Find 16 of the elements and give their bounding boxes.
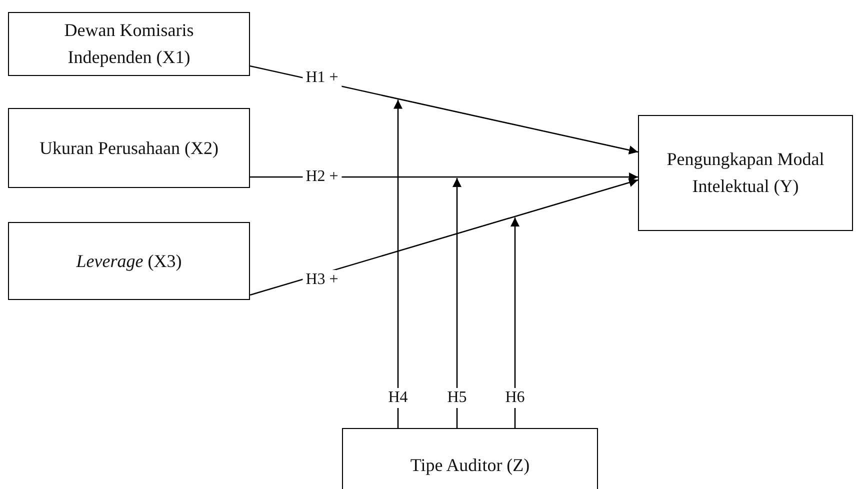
arrow xyxy=(394,100,402,428)
arrow xyxy=(510,217,520,428)
variable-box xyxy=(8,108,250,188)
variable-name: Leverage (X3) xyxy=(75,250,183,273)
arrow xyxy=(250,172,638,182)
variable-box xyxy=(8,222,250,300)
arrow xyxy=(452,178,462,428)
variable-box xyxy=(342,428,598,489)
variable-name: Ukuran Perusahaan (X2) xyxy=(38,136,220,160)
variable-name: Pengungkapan Modal Intelektual (Y) xyxy=(666,148,826,198)
arrow xyxy=(250,65,638,154)
variable-box xyxy=(638,115,853,231)
arrow xyxy=(250,178,638,296)
variable-name: Tipe Auditor (Z) xyxy=(409,454,531,477)
variable-box xyxy=(8,12,250,76)
variable-name: Dewan Komisaris Independen (X1) xyxy=(63,19,195,69)
